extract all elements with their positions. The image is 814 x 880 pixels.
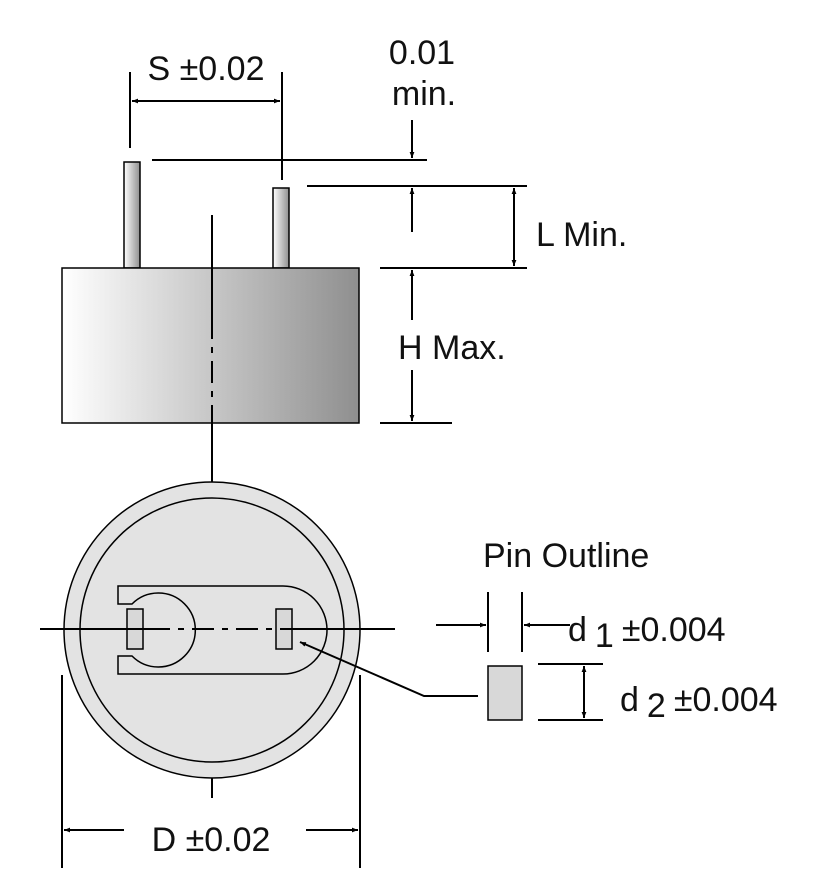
dimension-lead-length: L Min. <box>380 188 627 269</box>
lead-gap-value-label: 0.01 <box>389 34 455 72</box>
d2-symbol: d <box>620 681 639 719</box>
lead-left <box>123 161 141 269</box>
height-label: H Max. <box>398 329 506 367</box>
dimension-diameter: D ±0.02 <box>61 675 361 868</box>
pin-outline-shape <box>487 665 523 721</box>
lead-length-label: L Min. <box>536 216 627 254</box>
lead-gap-unit-label: min. <box>392 75 456 113</box>
d1-symbol: d <box>568 611 587 649</box>
bottom-view <box>40 481 395 779</box>
lead-right <box>272 187 290 269</box>
d2-subscript: 2 <box>647 687 666 725</box>
dimension-spacing: S ±0.02 <box>129 50 283 180</box>
d1-subscript: 1 <box>595 617 614 655</box>
leader-line-pin <box>299 641 478 697</box>
diameter-label: D ±0.02 <box>152 821 271 859</box>
dimension-lead-gap: 0.01 min. <box>152 34 527 232</box>
d1-tolerance: ±0.004 <box>622 611 726 649</box>
pin-outline-label: Pin Outline <box>483 537 649 575</box>
spacing-label: S ±0.02 <box>148 50 265 88</box>
component-body <box>61 267 360 424</box>
d2-tolerance: ±0.004 <box>674 681 778 719</box>
dimension-height: H Max. <box>380 270 506 424</box>
